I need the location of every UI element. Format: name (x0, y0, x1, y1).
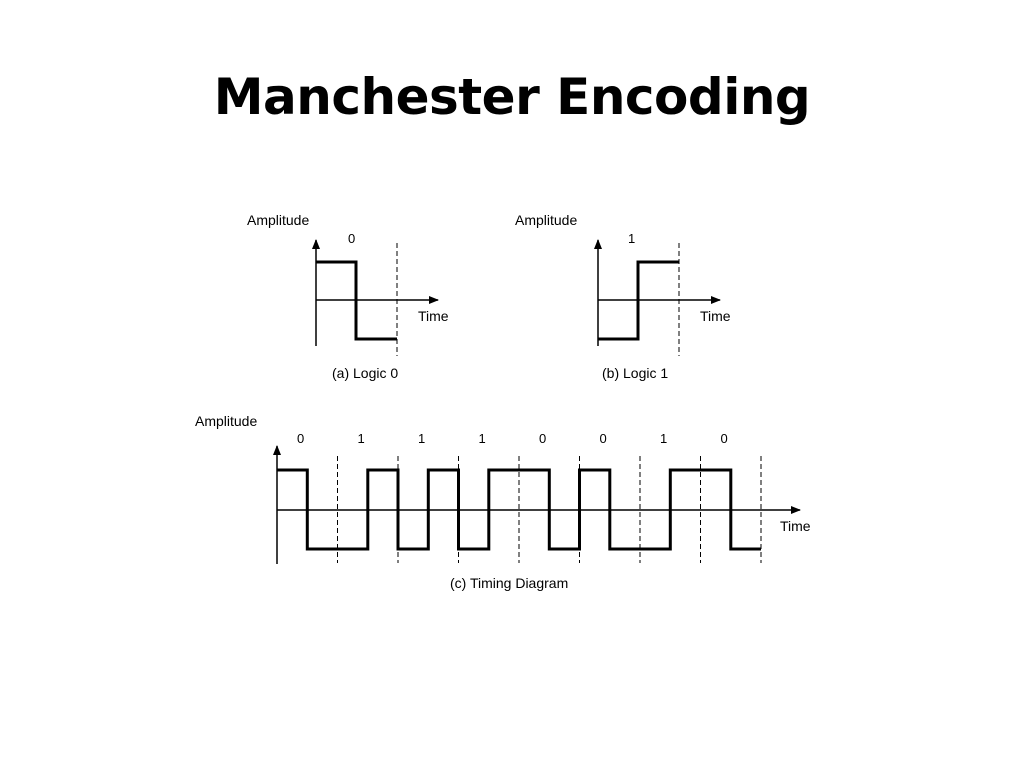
amplitude-label: Amplitude (515, 212, 577, 228)
panel-caption: (a) Logic 0 (332, 365, 398, 381)
bit-label: 1 (479, 431, 486, 446)
bit-label: 0 (721, 431, 728, 446)
panel-caption: (b) Logic 1 (602, 365, 668, 381)
signal-waveform (598, 260, 679, 341)
amplitude-label: Amplitude (247, 212, 309, 228)
bit-label: 0 (348, 231, 355, 246)
amplitude-label: Amplitude (195, 413, 257, 429)
panel-timing-diagram: Amplitude 0 1 1 1 0 0 1 0 Time (c) Timing Diagr… (195, 413, 811, 591)
slide-title: Manchester Encoding (213, 68, 811, 126)
time-label: Time (780, 518, 811, 534)
signal-waveform (277, 468, 761, 551)
time-label: Time (418, 308, 449, 324)
bit-label: 1 (358, 431, 365, 446)
bit-label: 0 (539, 431, 546, 446)
panel-logic-0: Amplitude 0 Time (a) Logic 0 (247, 212, 449, 381)
bit-label: 1 (628, 231, 635, 246)
bit-label: 0 (297, 431, 304, 446)
bit-label: 1 (660, 431, 667, 446)
bit-label: 0 (600, 431, 607, 446)
bit-labels: 0 1 1 1 0 0 1 0 (297, 431, 728, 446)
bit-label: 1 (418, 431, 425, 446)
signal-waveform (316, 260, 397, 341)
panel-logic-1: Amplitude 1 Time (b) Logic 1 (515, 212, 731, 381)
panel-caption: (c) Timing Diagram (450, 575, 568, 591)
time-label: Time (700, 308, 731, 324)
